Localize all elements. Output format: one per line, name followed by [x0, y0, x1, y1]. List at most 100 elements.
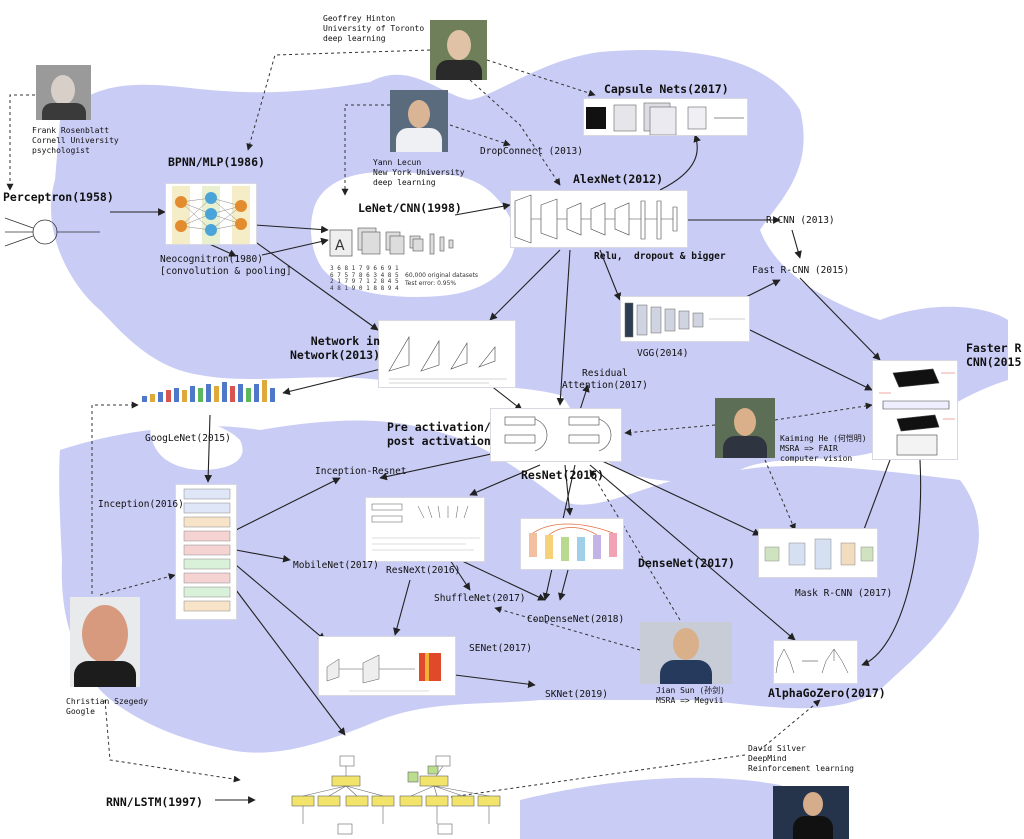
rosenblatt-face — [51, 75, 75, 105]
arrow-resnet-mask — [599, 459, 761, 536]
bpnn-edge-lines — [180, 197, 242, 231]
alexnet-svg — [514, 194, 678, 244]
label-googlenet: GoogLeNet(2015) — [145, 433, 231, 444]
label-faster-rcnn: Faster R CNN(2015 — [966, 341, 1022, 370]
arrow-dense-condense — [558, 569, 569, 601]
dash-silver-rnn — [429, 754, 746, 803]
capsule-digit — [687, 106, 707, 130]
inception-figure — [175, 484, 237, 620]
resnext-l1 — [371, 503, 403, 511]
alphago-svg — [775, 648, 849, 674]
inc-b1 — [183, 488, 231, 500]
jiansun-caption: Jian Sun (孙剑) MSRA => Megvii — [656, 686, 725, 705]
mask-b3 — [814, 538, 832, 570]
mask-b2 — [788, 542, 806, 566]
lecun-photo — [390, 90, 448, 152]
label-bpnn: BPNN/MLP(1986) — [168, 155, 265, 169]
arrow-alexnet-capsule — [659, 134, 701, 191]
g-cell-3 — [158, 392, 163, 402]
dash-lecun-lenet — [341, 104, 390, 196]
vgg-b1 — [636, 304, 648, 336]
alexnet-block5 — [614, 202, 630, 236]
g-cell-14 — [246, 388, 251, 402]
vgg-figure — [620, 296, 750, 342]
faster-rcnn-svg — [879, 368, 955, 456]
g-cell-5 — [174, 388, 179, 402]
dashed-connectors — [6, 49, 873, 803]
arrow-inception-rnn — [235, 589, 346, 736]
googlenet-island — [150, 420, 243, 470]
rnn-figure — [288, 752, 518, 839]
g-cell-4 — [166, 390, 171, 402]
nin-block4 — [478, 346, 496, 368]
alexnet-block4 — [590, 202, 606, 236]
g-cell-12 — [230, 386, 235, 402]
rnn-svg — [291, 755, 501, 835]
arrow-resnet-resnext — [469, 464, 541, 496]
lenet-input-glyph: A — [335, 238, 345, 254]
inception-svg — [183, 488, 231, 612]
rosenblatt-photo — [36, 65, 91, 120]
rnn-root-b — [435, 755, 451, 767]
arrow-rcnn-fastrcnn — [791, 229, 802, 259]
resnet-b-skip — [598, 418, 612, 452]
lenet-fc1 — [429, 233, 435, 255]
lenet-maps — [357, 227, 454, 255]
label-perceptron: Perceptron(1958) — [3, 190, 114, 204]
label-senet: SENet(2017) — [469, 643, 532, 654]
lenet-map6 — [412, 238, 424, 252]
label-nin: Network in Network(2013) — [290, 334, 381, 363]
inc-b5 — [183, 544, 231, 556]
dash-silver-alphago — [759, 699, 821, 751]
resnet-b-bot — [568, 434, 600, 444]
lecun-shirt — [396, 128, 442, 152]
label-mobilenet: MobileNet(2017) — [293, 560, 379, 571]
hinton-caption: Geoffrey Hinton University of Toronto de… — [323, 14, 425, 43]
mask-b4 — [840, 542, 856, 566]
dense-l2 — [545, 535, 553, 559]
arrow-bpnn-lenet — [254, 224, 329, 234]
arrow-alexnet-resnet — [556, 249, 571, 406]
label-inception: Inception(2016) — [98, 499, 184, 510]
arrow-alexnet-nin — [489, 249, 561, 321]
inc-b7 — [183, 572, 231, 584]
alexnet-dense — [640, 200, 678, 240]
lenet-svg: A — [329, 227, 454, 257]
faster-rcnn-figure — [872, 360, 958, 460]
arrow-fast-faster — [799, 277, 881, 361]
rnn-leaf-5 — [399, 795, 423, 807]
nin-caption-lines — [389, 378, 507, 384]
rosenblatt-caption: Frank Rosenblatt Cornell University psyc… — [32, 126, 119, 155]
arrow-alexnet-vgg — [599, 249, 622, 301]
resnet-figure — [490, 408, 622, 462]
dash-szegedy-googlenet — [91, 401, 139, 600]
arrow-bpnn-nin — [249, 237, 379, 331]
solid-connectors — [110, 134, 922, 804]
rnn-leaf-1 — [291, 795, 315, 807]
rnn-node-b2 — [407, 771, 419, 783]
vgg-b2 — [650, 306, 662, 334]
label-resnet: ResNet(2016) — [521, 468, 605, 482]
label-neocognitron: Neocognitron(1980) [convolution & poolin… — [160, 254, 292, 277]
upper-region — [51, 50, 1009, 482]
kaiming-caption: Kaiming He (何恺明) MSRA => FAIR computer v… — [780, 434, 867, 463]
faster-feature-top — [892, 368, 940, 388]
nin-figure — [378, 320, 516, 388]
bpnn-col1 — [172, 186, 190, 244]
dash-hinton-capsule — [486, 59, 596, 97]
dash-jiansun-resnet — [589, 469, 681, 621]
arrow-resnext-senet — [393, 579, 411, 636]
senet-x — [326, 658, 340, 682]
resnext-l2 — [371, 515, 403, 523]
nin-block1 — [388, 335, 410, 372]
alexnet-block3 — [566, 202, 582, 236]
dash-szegedy-rnn — [104, 699, 241, 783]
g-cell-1 — [142, 396, 147, 402]
arrow-inception-senet — [235, 564, 326, 641]
label-alexnet: AlexNet(2012) — [573, 172, 664, 186]
label-vgg: VGG(2014) — [637, 348, 689, 359]
szegedy-face — [82, 605, 128, 663]
inc-b2 — [183, 502, 231, 514]
inc-b9 — [183, 600, 231, 612]
szegedy-shirt — [74, 661, 136, 687]
